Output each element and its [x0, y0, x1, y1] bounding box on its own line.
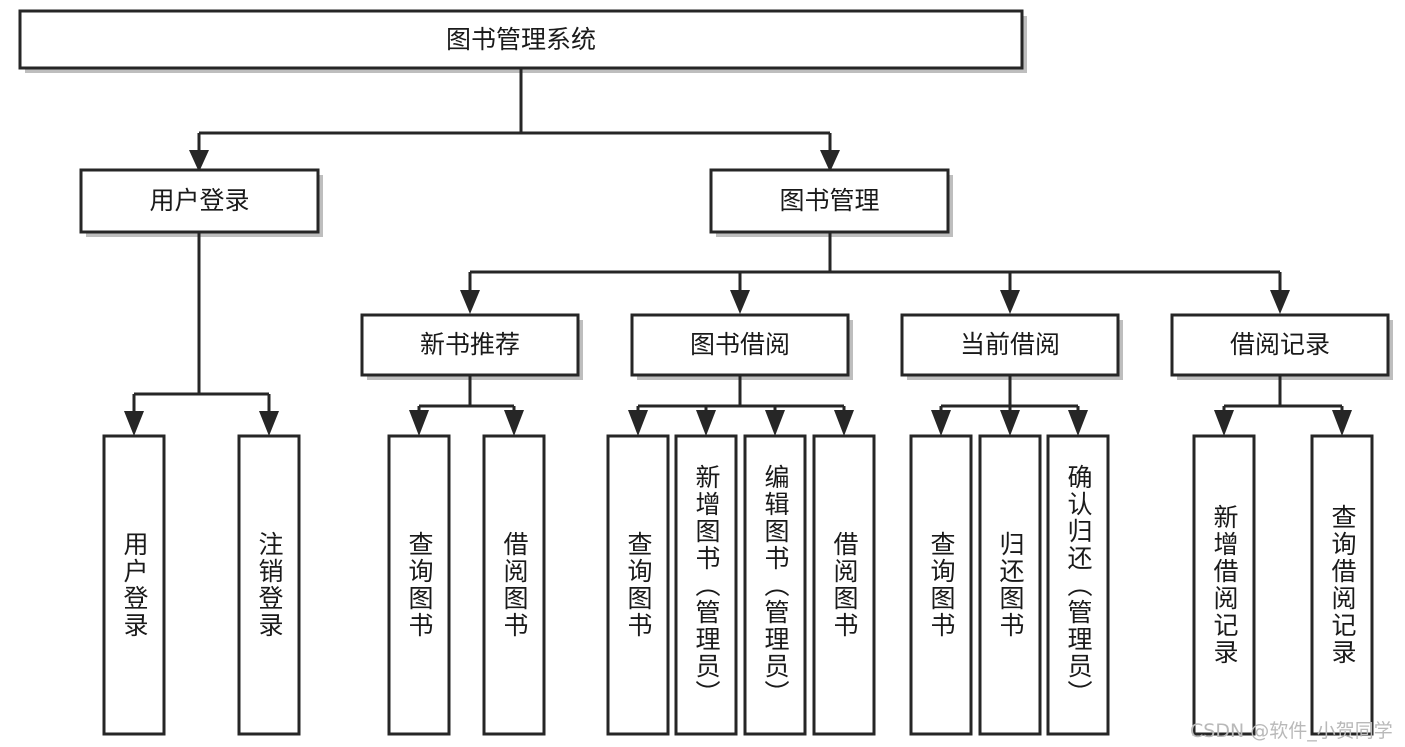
node-box-leaf-query-book-1[interactable] [387, 434, 451, 736]
arrowhead-leaf-add-book [696, 410, 716, 436]
node-box-current-borrow[interactable] [900, 313, 1120, 377]
arrowhead-leaf-logout-login [259, 411, 279, 436]
node-box-leaf-add-record[interactable] [1192, 434, 1256, 736]
arrowhead-new-book-recommend [460, 290, 480, 314]
arrowhead-leaf-query-book-1 [409, 410, 429, 436]
connector-book-borrow-bus [636, 375, 846, 418]
connector-borrow-record-bus [1222, 375, 1344, 418]
node-box-leaf-user-login[interactable] [102, 434, 166, 736]
node-box-book-borrow[interactable] [630, 313, 850, 377]
arrowhead-leaf-edit-book [765, 410, 785, 436]
node-box-root[interactable] [18, 9, 1024, 70]
arrowhead-borrow-record [1270, 290, 1290, 314]
arrowhead-book-borrow [730, 290, 750, 314]
node-box-leaf-query-record[interactable] [1310, 434, 1374, 736]
node-box-leaf-logout-login[interactable] [237, 434, 301, 736]
arrowhead-leaf-query-book-2 [628, 410, 648, 436]
arrowhead-leaf-add-record [1214, 410, 1234, 436]
watermark-text: CSDN @软件_小贺同学 [1190, 720, 1393, 742]
arrowhead-leaf-query-record [1332, 410, 1352, 436]
arrowhead-leaf-confirm-return [1068, 410, 1088, 436]
node-box-leaf-add-book[interactable] [674, 434, 738, 736]
node-box-leaf-borrow-book-2[interactable] [812, 434, 876, 736]
arrowhead-leaf-user-login [124, 411, 144, 436]
connector-book-manage-bus [468, 232, 1282, 298]
arrowhead-leaf-borrow-book-1 [504, 410, 524, 436]
arrowhead-leaf-query-book-3 [931, 410, 951, 436]
node-box-leaf-edit-book[interactable] [743, 434, 807, 736]
connector-user-login-bus [132, 232, 271, 418]
node-box-leaf-return-book[interactable] [978, 434, 1042, 736]
arrowhead-book-manage [820, 150, 840, 172]
connector-root-bus [197, 68, 832, 158]
node-box-user-login[interactable] [79, 168, 320, 234]
node-box-new-book-recommend[interactable] [360, 313, 580, 377]
node-box-leaf-query-book-2[interactable] [606, 434, 670, 736]
node-box-borrow-record[interactable] [1170, 313, 1390, 377]
connector-new-book-recommend-bus [417, 375, 516, 418]
arrowhead-leaf-return-book [1000, 410, 1020, 436]
node-box-book-manage[interactable] [709, 168, 950, 234]
node-box-leaf-borrow-book-1[interactable] [482, 434, 546, 736]
node-box-leaf-confirm-return[interactable] [1046, 434, 1110, 736]
node-box-leaf-query-book-3[interactable] [909, 434, 973, 736]
arrowhead-leaf-borrow-book-2 [834, 410, 854, 436]
arrowhead-user-login [189, 150, 209, 172]
arrowhead-current-borrow [1000, 290, 1020, 314]
